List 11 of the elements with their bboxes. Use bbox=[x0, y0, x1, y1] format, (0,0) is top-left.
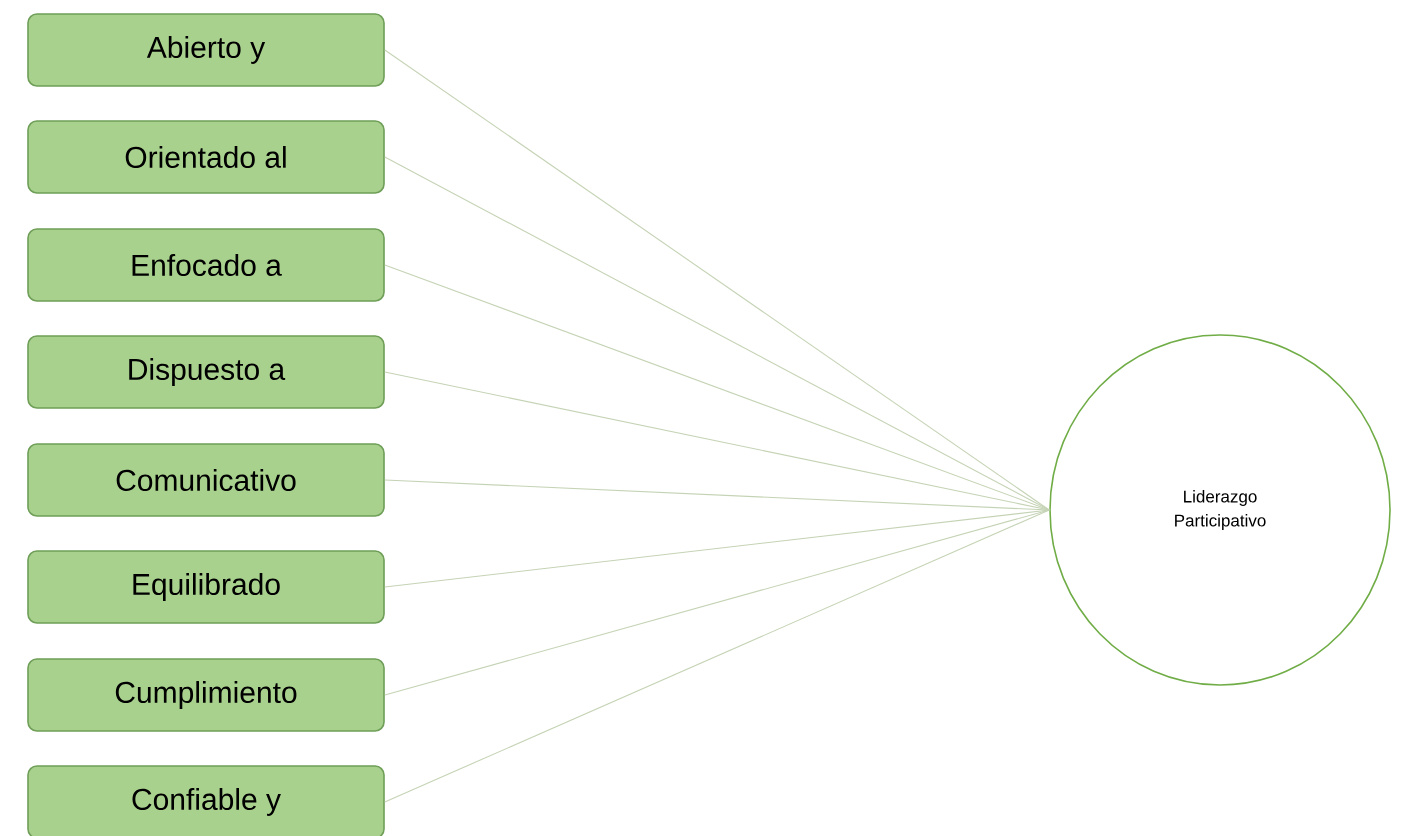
trait-box: Confiable y bbox=[27, 765, 385, 836]
trait-box: Abierto y bbox=[27, 13, 385, 87]
trait-box: Dispuesto a bbox=[27, 335, 385, 409]
connector-line bbox=[384, 49, 1050, 511]
trait-box: Equilibrado bbox=[27, 550, 385, 624]
connector-line bbox=[384, 509, 1050, 803]
trait-box: Cumplimiento bbox=[27, 658, 385, 732]
trait-box: Enfocado a bbox=[27, 228, 385, 302]
trait-box: Comunicativo bbox=[27, 443, 385, 517]
connector-line bbox=[384, 156, 1050, 511]
trait-box: Orientado al bbox=[27, 120, 385, 194]
